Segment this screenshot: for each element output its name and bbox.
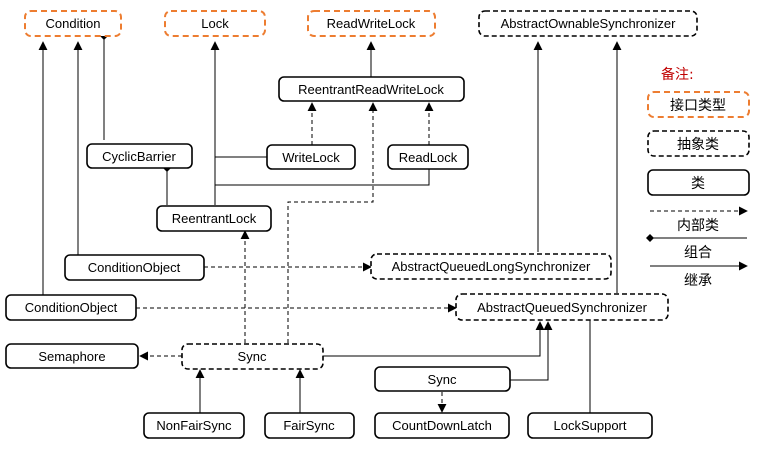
legend-title: 备注: [661,66,694,83]
node-cyclicbarrier[interactable]: CyclicBarrier [86,143,193,169]
node-nonfairsync[interactable]: NonFairSync [143,412,245,439]
node-label: ReentrantReadWriteLock [298,82,444,97]
legend-abstract-label: 抽象类 [677,137,719,153]
node-readwritelock[interactable]: ReadWriteLock [307,10,436,37]
node-countdownlatch[interactable]: CountDownLatch [374,412,510,439]
node-readlock[interactable]: ReadLock [387,144,469,170]
legend-interface-label: 接口类型 [670,97,726,114]
node-label: ReadLock [399,150,458,165]
node-label: Sync [238,349,267,364]
legend: 备注: 接口类型 抽象类 类 内部类 组合 继承 [646,66,750,289]
node-label: ReentrantLock [172,211,257,226]
node-abstractqueuedlongsynchronizer[interactable]: AbstractQueuedLongSynchronizer [370,253,612,280]
node-writelock[interactable]: WriteLock [266,144,356,170]
node-label: WriteLock [282,150,340,165]
node-semaphore[interactable]: Semaphore [5,343,139,369]
legend-inheritance-label: 继承 [684,273,712,289]
edge-sync1-rrwl [287,102,378,343]
node-label: ReadWriteLock [327,16,416,31]
legend-interface: 接口类型 [647,91,750,118]
node-label: Sync [428,372,457,387]
node-label: CountDownLatch [392,418,492,433]
node-conditionobject-2[interactable]: ConditionObject [5,294,137,321]
legend-abstract: 抽象类 [647,130,750,157]
edge-sync2-aqs [510,321,553,381]
connectors [38,32,622,413]
legend-inner-label: 内部类 [677,218,719,234]
node-reentrantreadwritelock[interactable]: ReentrantReadWriteLock [278,76,465,102]
node-sync-class[interactable]: Sync [374,366,511,392]
edge-sync1-aqs [323,321,545,357]
node-label: CyclicBarrier [102,149,176,164]
node-label: NonFairSync [156,418,232,433]
node-locksupport[interactable]: LockSupport [527,412,653,439]
node-label: AbstractOwnableSynchronizer [501,16,677,31]
edge-readlock-lock [215,168,430,186]
node-abstractownablesynchronizer[interactable]: AbstractOwnableSynchronizer [478,10,698,37]
node-fairsync[interactable]: FairSync [264,412,355,439]
node-label: ConditionObject [88,260,181,275]
node-label: FairSync [283,418,335,433]
legend-composition-label: 组合 [684,245,712,261]
node-label: Lock [201,16,229,31]
node-label: LockSupport [554,418,627,433]
node-reentrantlock[interactable]: ReentrantLock [156,205,272,232]
legend-class-label: 类 [691,176,705,192]
node-lock[interactable]: Lock [164,10,266,37]
node-condition[interactable]: Condition [24,10,122,37]
node-conditionobject-1[interactable]: ConditionObject [64,254,205,281]
node-label: AbstractQueuedSynchronizer [477,300,647,315]
node-abstractqueuedsynchronizer[interactable]: AbstractQueuedSynchronizer [455,293,669,321]
node-label: ConditionObject [25,300,118,315]
legend-class: 类 [647,169,750,196]
node-label: Semaphore [38,349,105,364]
node-label: AbstractQueuedLongSynchronizer [392,259,591,274]
node-sync-abstract[interactable]: Sync [181,343,324,370]
node-label: Condition [46,16,101,31]
